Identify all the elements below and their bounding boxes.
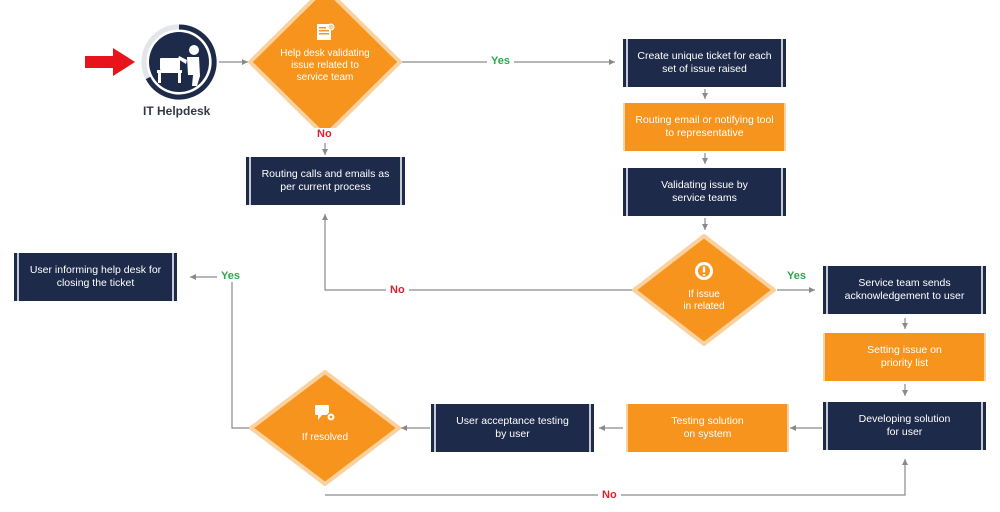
uat-box: User acceptance testing by user [431,404,594,452]
yes-label-3: Yes [217,270,244,282]
helpdesk-logo-icon [141,24,217,100]
validating-box: Validating issue by service teams [623,168,786,216]
create-ticket-box: Create unique ticket for each set of iss… [623,39,786,87]
closing-ticket-text: User informing help desk for closing the… [29,264,162,289]
decision-3-text: If resolved [301,432,349,443]
document-icon [317,23,335,40]
decision-diamond-2 [632,234,776,346]
no-label-2: No [386,284,409,296]
decision-2-text: If issue in related [683,289,725,312]
no-label-3: No [598,489,621,501]
testing-box: Testing solution on system [626,404,789,452]
yes-label-2: Yes [783,270,810,282]
closing-ticket-box: User informing help desk for closing the… [14,253,177,301]
validating-text: Validating issue by service teams [661,179,748,204]
alert-icon [695,262,713,280]
yes-label-1: Yes [487,55,514,67]
developing-text: Developing solution for user [858,413,951,438]
create-ticket-text: Create unique ticket for each set of iss… [637,50,772,75]
decision-diamond-3 [249,370,401,486]
developing-box: Developing solution for user [823,402,986,450]
uat-text: User acceptance testing by user [456,415,569,440]
routing-calls-text: Routing calls and emails as per current … [261,168,390,193]
logo-caption: IT Helpdesk [143,104,211,118]
routing-email-text: Routing email or notifying tool to repre… [635,114,774,139]
no-label-1: No [313,128,336,140]
priority-box: Setting issue on priority list [823,333,986,381]
testing-text: Testing solution on system [671,415,744,440]
chat-gear-icon [315,405,336,422]
decision-1-text: Help desk validating issue related to se… [280,48,370,83]
start-arrow-icon [85,48,135,76]
routing-calls-box: Routing calls and emails as per current … [246,157,405,205]
acknowledgement-text: Service team sends acknowledgement to us… [844,277,965,302]
acknowledgement-box: Service team sends acknowledgement to us… [823,266,986,314]
routing-email-box: Routing email or notifying tool to repre… [623,103,786,151]
priority-text: Setting issue on priority list [867,344,942,369]
